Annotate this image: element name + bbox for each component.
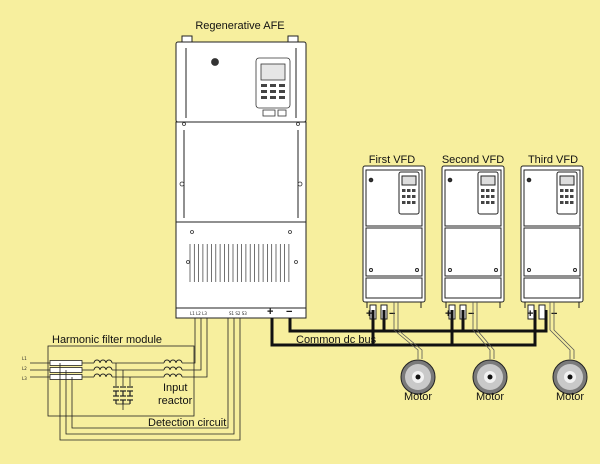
afe-detect-terminals: S1 S2 S3 xyxy=(229,311,247,316)
motor3-label: Motor xyxy=(556,391,584,403)
filter-label: Harmonic filter module xyxy=(52,334,162,346)
vfd2-label: Second VFD xyxy=(442,154,504,166)
phase-l3: L3 xyxy=(22,376,27,381)
motor-icon xyxy=(400,359,436,395)
inductor-icon xyxy=(163,366,183,371)
dc-bus-label: Common dc bus xyxy=(296,334,377,346)
fuse-icon xyxy=(49,360,83,366)
capacitor-icon xyxy=(113,386,119,404)
vfd-unit-1 xyxy=(362,165,426,320)
motor-lead-2 xyxy=(472,302,495,359)
inductor-icon xyxy=(163,373,183,378)
motor-icon xyxy=(472,359,508,395)
vfd-unit-3 xyxy=(520,165,584,320)
inductor-icon xyxy=(93,373,113,378)
vfd1-plus: + xyxy=(366,308,372,320)
capacitor-icon xyxy=(127,386,133,404)
afe-label: Regenerative AFE xyxy=(195,20,284,32)
input-reactor-label-line1: Input xyxy=(163,382,187,394)
common-dc-bus xyxy=(270,310,548,347)
vfd2-plus: + xyxy=(445,308,451,320)
vfd3-plus: + xyxy=(527,308,533,320)
phase-l1: L1 xyxy=(22,356,27,361)
afe-cooling-vents xyxy=(189,244,290,282)
input-lines xyxy=(30,318,208,410)
motor-lead-1 xyxy=(393,302,423,359)
afe-plus-terminal: + xyxy=(267,306,273,318)
afe-details xyxy=(179,57,303,264)
inductor-icon xyxy=(93,366,113,371)
motor1-label: Motor xyxy=(404,391,432,403)
afe-minus-terminal: − xyxy=(286,306,292,318)
motor-icon xyxy=(552,359,588,395)
vfd2-minus: − xyxy=(468,308,474,320)
afe-input-terminals: L1 L2 L3 xyxy=(190,311,207,316)
motor2-label: Motor xyxy=(476,391,504,403)
capacitor-icon xyxy=(120,386,126,404)
vfd3-label: Third VFD xyxy=(528,154,578,166)
vfd1-label: First VFD xyxy=(369,154,415,166)
afe-logo-icon xyxy=(211,58,219,66)
inductor-icon xyxy=(93,359,113,364)
input-reactor-label-line2: reactor xyxy=(158,395,193,407)
inductor-icon xyxy=(163,359,183,364)
harmonic-filter-box xyxy=(47,345,195,417)
vfd-unit-2 xyxy=(441,165,505,320)
detection-label: Detection circuit xyxy=(148,417,226,429)
detection-circuit-lines xyxy=(59,318,241,441)
vfd1-minus: − xyxy=(389,308,395,320)
phase-l2: L2 xyxy=(22,366,27,371)
motor-lead-3 xyxy=(549,302,575,359)
